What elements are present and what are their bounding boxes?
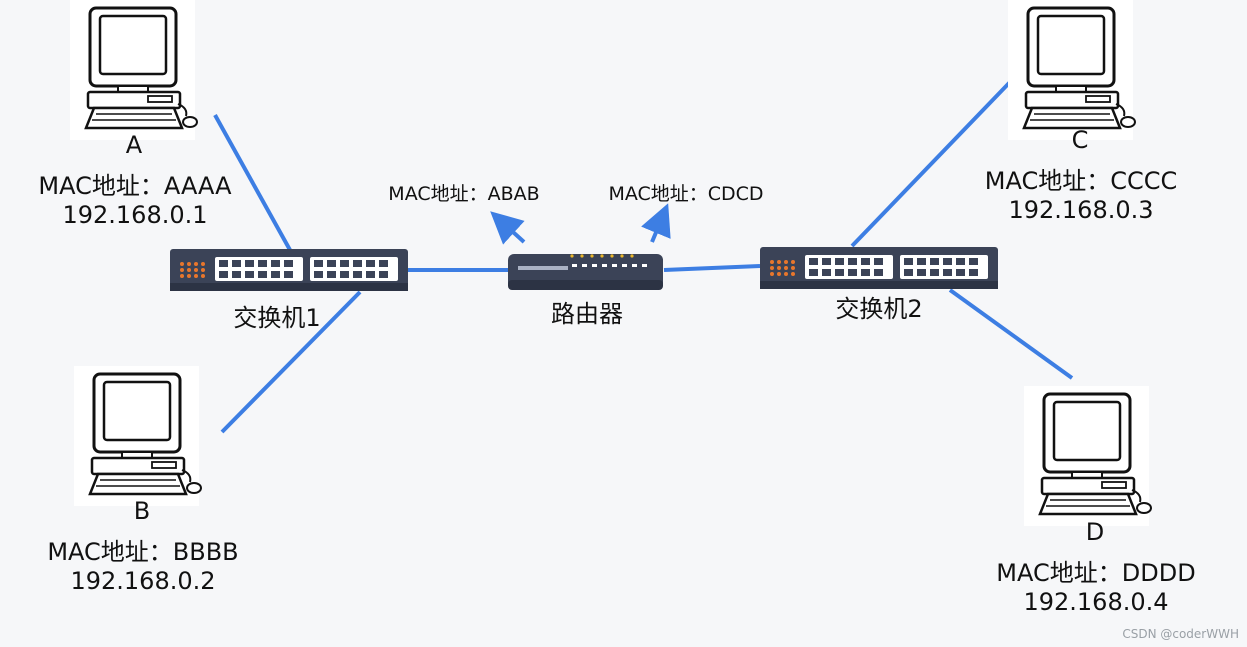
host-a-mac: MAC地址：AAAA	[38, 172, 232, 200]
computer-icon	[1006, 0, 1137, 142]
host-d-ip: 192.168.0.4	[1023, 588, 1169, 616]
link-c-switch2	[850, 78, 1014, 248]
router-mac-right: MAC地址：CDCD	[608, 183, 764, 205]
host-a-ip: 192.168.0.1	[62, 201, 208, 229]
link-a-switch1	[213, 114, 292, 251]
router-icon	[508, 254, 663, 290]
link-b-switch1	[220, 290, 362, 434]
computer-icon	[1022, 384, 1153, 528]
watermark: CSDN @coderWWH	[1122, 627, 1239, 641]
host-c-ip: 192.168.0.3	[1008, 196, 1154, 224]
host-b-ip: 192.168.0.2	[70, 567, 216, 595]
router-mac-left: MAC地址：ABAB	[388, 183, 540, 205]
router-label: 路由器	[551, 300, 623, 328]
host-c-mac: MAC地址：CCCC	[984, 167, 1178, 195]
host-d-name: D	[1085, 518, 1105, 546]
link-router-switch2	[663, 264, 761, 272]
arrow-router-mac-left	[490, 211, 526, 245]
links	[213, 78, 1074, 434]
computer-icon	[68, 0, 199, 142]
host-b-name: B	[133, 497, 151, 525]
host-d-mac: MAC地址：DDDD	[996, 559, 1196, 587]
arrow-router-mac-right	[641, 203, 671, 243]
switch1-label: 交换机1	[233, 304, 321, 332]
switch-icon	[170, 249, 408, 291]
switch-icon	[760, 247, 998, 289]
computer-icon	[72, 364, 203, 508]
switch2-label: 交换机2	[835, 295, 923, 323]
host-c-name: C	[1071, 126, 1089, 154]
link-d-switch2	[948, 288, 1074, 380]
host-a-name: A	[125, 131, 143, 159]
host-b-mac: MAC地址：BBBB	[47, 538, 239, 566]
